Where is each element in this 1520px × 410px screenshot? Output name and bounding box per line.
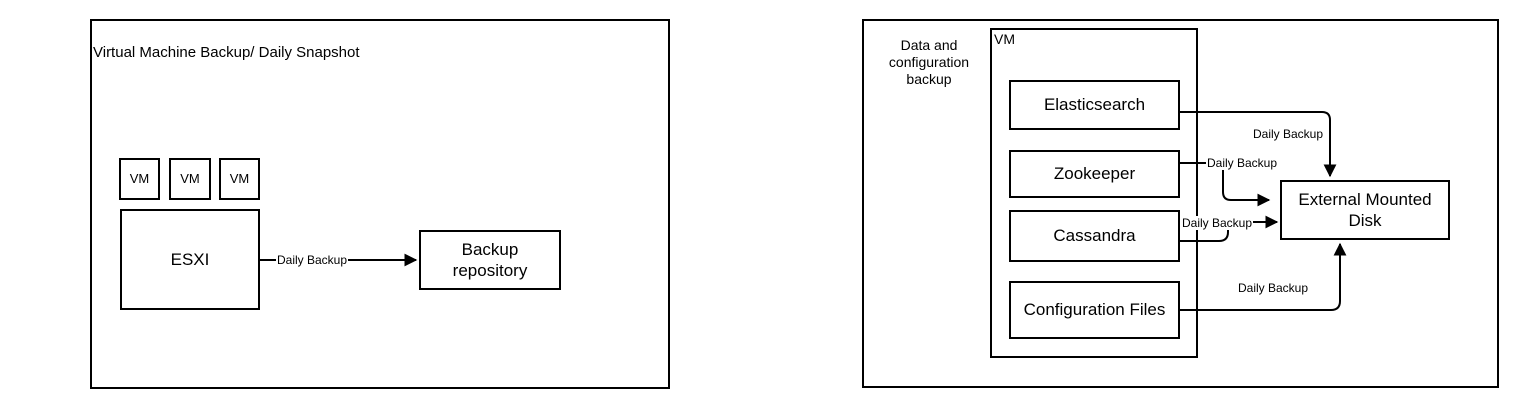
vm-node-2: VM <box>169 158 211 200</box>
backup-repository-node: Backup repository <box>419 230 561 290</box>
external-mounted-disk-node: External Mounted Disk <box>1280 180 1450 240</box>
external-mounted-disk-label: External Mounted Disk <box>1298 189 1432 230</box>
zookeeper-connection-label: Daily Backup <box>1206 156 1279 170</box>
elasticsearch-connection-label: Daily Backup <box>1252 127 1325 141</box>
configuration-files-connection-label: Daily Backup <box>1237 281 1310 295</box>
cassandra-node: Cassandra <box>1009 210 1180 262</box>
vm-node-2-label: VM <box>180 170 200 186</box>
cassandra-connection-label: Daily Backup <box>1181 216 1254 230</box>
configuration-files-node: Configuration Files <box>1009 281 1180 339</box>
zookeeper-label: Zookeeper <box>1053 164 1136 184</box>
esxi-node-label: ESXI <box>170 249 210 269</box>
configuration-files-label: Configuration Files <box>1023 300 1166 320</box>
elasticsearch-node: Elasticsearch <box>1009 80 1180 130</box>
elasticsearch-label: Elasticsearch <box>1043 95 1146 115</box>
vm-backup-diagram-frame <box>90 19 670 389</box>
vm-node-1-label: VM <box>129 170 150 186</box>
zookeeper-node: Zookeeper <box>1009 150 1180 198</box>
cassandra-label: Cassandra <box>1053 226 1136 246</box>
vm-node-3-label: VM <box>229 170 250 186</box>
backup-repository-label: Backup repository <box>452 239 528 280</box>
right-diagram-caption: Data and configuration backup <box>888 37 970 87</box>
vm-container-label: VM <box>994 31 1015 47</box>
vm-node-3: VM <box>219 158 260 200</box>
vm-node-1: VM <box>119 158 160 200</box>
left-diagram-title: Virtual Machine Backup/ Daily Snapshot <box>93 44 360 61</box>
esxi-connection-label: Daily Backup <box>276 253 349 267</box>
esxi-node: ESXI <box>120 209 260 310</box>
